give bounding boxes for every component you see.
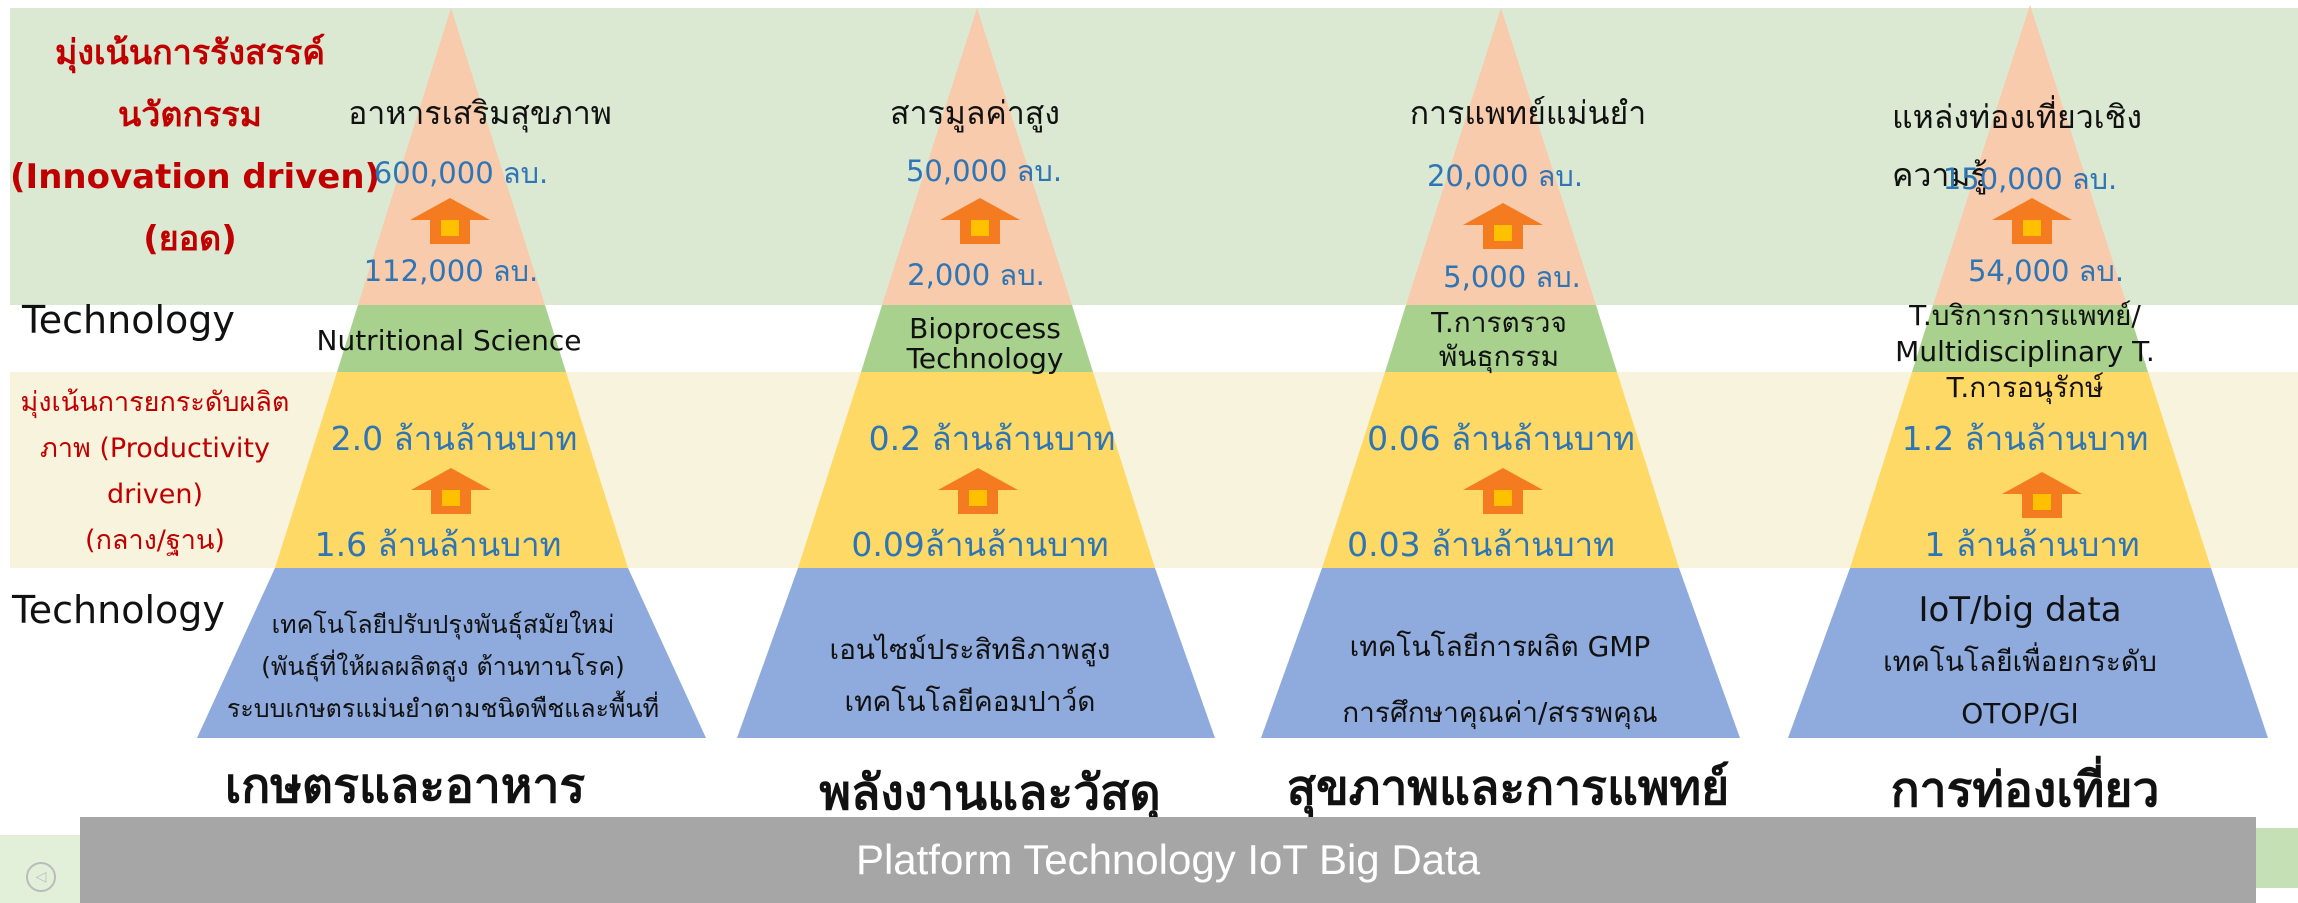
pyramid-tier-technology [1385,305,1617,372]
sector-agri-food: เกษตรและอาหาร [224,758,586,814]
previous-slide-icon[interactable]: ◁ [26,862,56,892]
pyramid-tier-technology [337,305,566,372]
pyramid-tier-base [197,568,706,738]
technology-label-bottom: Technology [12,588,225,632]
productivity-label: มุ่งเน้นการยกระดับผลิต ภาพ (Productivity… [10,380,300,564]
right-edge-strip [2256,828,2298,888]
pyramid-3-top-up-arrow-icon [1463,203,1543,249]
pyramid-tier-technology [1912,305,2148,372]
sector-tourism: การท่องเที่ยว [1890,762,2160,818]
pyramid-1-base-line-1: เทคโนโลยีปรับปรุงพันธุ์สมัยใหม่ [271,610,615,639]
pyramid-2-base-line-2: เทคโนโลยีคอมปาว์ด [844,685,1096,718]
innovation-label: มุ่งเน้นการรังสรรค์ นวัตกรรม (Innovation… [10,22,381,270]
pyramid-tier-base [1788,568,2268,738]
pyramid-1-base-line-3: ระบบเกษตรแม่นยำตามชนิดพืชและพื้นที่ [226,694,660,723]
innovation-label-line-2: นวัตกรรม [118,95,262,135]
pyramid-2-mid-base-value: 0.09ล้านล้านบาท [851,525,1109,564]
pyramid-tier-mid [1850,372,2211,568]
innovation-label-line-4: (ยอด) [143,219,237,259]
pyramid-2-title: สารมูลค่าสูง [890,94,1060,132]
pyramid-3-top-base-value: 5,000 ลบ. [1443,260,1581,294]
pyramid-1-title: อาหารเสริมสุขภาพ [348,94,612,132]
pyramid-tier-top [1406,8,1596,305]
pyramid-2-technology-line-1: Bioprocess [909,312,1061,345]
productivity-label-line-4: (กลาง/ฐาน) [85,525,225,556]
pyramid-4-mid-up-arrow-icon [2002,472,2082,518]
pyramid-1-technology: Nutritional Science [317,326,582,356]
pyramid-3-base-line-2: การศึกษาคุณค่า/สรรพคุณ [1342,696,1658,729]
pyramid-2-top-value: 50,000 ลบ. [905,154,1063,188]
pyramid-4-base-line-1: IoT/big data [1918,590,2122,630]
platform-technology-bar: Platform Technology IoT Big Data [80,817,2256,903]
innovation-label-line-1: มุ่งเน้นการรังสรรค์ [55,33,325,73]
pyramid-tier-top [1933,5,2127,305]
pyramid-3-title: การแพทย์แม่นยำ [1409,94,1647,132]
pyramid-1-mid-base-value: 1.6 ล้านล้านบาท [314,525,562,564]
pyramid-4-technology-line-2: Multidisciplinary T. [1895,335,2155,368]
pyramid-1-top-value: 600,000 ลบ. [373,156,549,190]
pyramid-3-top-value: 20,000 ลบ. [1426,159,1584,193]
pyramid-4-technology-line-1: T.บริการการแพทย์/ [1909,299,2141,332]
pyramid-4-title: แหล่งท่องเที่ยวเชิง ความรู้ [1892,88,2142,204]
pyramid-tier-technology [861,305,1093,372]
pyramid-3-mid-up-arrow-icon [1463,468,1543,514]
pyramid-health-medical [1261,8,1740,738]
pyramid-4-title-line-1: แหล่งท่องเที่ยวเชิง [1892,98,2142,136]
pyramid-1-mid-up-arrow-icon [411,468,491,514]
pyramid-2-base-text: เอนไซม์ประสิทธิภาพสูง เทคโนโลยีคอมปาว์ด [830,624,1111,728]
pyramid-tier-top [358,8,545,305]
productivity-label-line-1: มุ่งเน้นการยกระดับผลิต [20,387,290,418]
pyramid-4-technology-line-3: T.การอนุรักษ์ [1946,371,2104,404]
technology-label-top: Technology [22,298,235,342]
pyramid-1-technology-line-1: Nutritional Science [316,324,582,357]
pyramid-2-top-base-value: 2,000 ลบ. [907,258,1045,292]
pyramid-4-base-line-3: OTOP/GI [1961,697,2079,730]
pyramid-3-technology: T.การตรวจ พันธุกรรม [1431,306,1567,374]
pyramid-4-title-line-2: ความรู้ [1892,156,1988,194]
pyramid-2-technology: Bioprocess Technology [907,314,1064,374]
pyramid-3-mid-base-value: 0.03 ล้านล้านบาท [1347,525,1615,564]
productivity-label-line-3: driven) [107,479,203,510]
pyramid-2-mid-value: 0.2 ล้านล้านบาท [868,419,1116,458]
pyramid-4-mid-value: 1.2 ล้านล้านบาท [1901,419,2149,458]
pyramid-2-mid-up-arrow-icon [938,468,1018,514]
innovation-label-line-3: (Innovation driven) [10,157,381,197]
pyramid-3-mid-value: 0.06 ล้านล้านบาท [1367,419,1635,458]
pyramid-1-top-base-value: 112,000 ลบ. [363,254,539,288]
pyramid-4-technology: T.บริการการแพทย์/ Multidisciplinary T. T… [1895,298,2155,406]
pyramid-4-top-value: 150,000 ลบ. [1942,162,2118,196]
pyramid-4-mid-base-value: 1 ล้านล้านบาท [1924,525,2140,564]
pyramid-4-top-up-arrow-icon [1992,198,2072,244]
pyramid-3-technology-line-2: พันธุกรรม [1438,340,1560,373]
productivity-label-line-2: ภาพ (Productivity [40,433,270,464]
pyramid-3-base-line-1: เทคโนโลยีการผลิต GMP [1349,630,1651,663]
pyramid-4-base-text: IoT/big data เทคโนโลยีเพื่อยกระดับ OTOP/… [1883,584,2157,740]
pyramid-4-base-line-2: เทคโนโลยีเพื่อยกระดับ [1883,645,2157,678]
sector-energy-materials: พลังงานและวัสดุ [819,765,1161,821]
sector-health-medical: สุขภาพและการแพทย์ [1286,760,1730,816]
pyramid-3-technology-line-1: T.การตรวจ [1431,306,1567,339]
pyramid-tourism [1788,5,2268,738]
pyramid-1-top-up-arrow-icon [410,198,490,244]
pyramid-2-top-up-arrow-icon [940,198,1020,244]
pyramid-2-technology-line-2: Technology [906,342,1064,375]
platform-technology-label: Platform Technology IoT Big Data [855,836,1481,883]
pyramid-tier-base [737,568,1215,738]
pyramid-tier-base [1261,568,1740,738]
pyramid-3-base-text: เทคโนโลยีการผลิต GMP การศึกษาคุณค่า/สรรพ… [1342,614,1658,746]
pyramid-1-base-text: เทคโนโลยีปรับปรุงพันธุ์สมัยใหม่ (พันธุ์ท… [227,604,659,730]
pyramid-1-base-line-2: (พันธุ์ที่ให้ผลผลิตสูง ต้านทานโรค) [261,652,625,681]
pyramid-tier-top [882,8,1072,305]
pyramid-1-mid-value: 2.0 ล้านล้านบาท [330,419,578,458]
pyramid-2-base-line-1: เอนไซม์ประสิทธิภาพสูง [829,633,1111,666]
pyramid-4-top-base-value: 54,000 ลบ. [1967,254,2125,288]
